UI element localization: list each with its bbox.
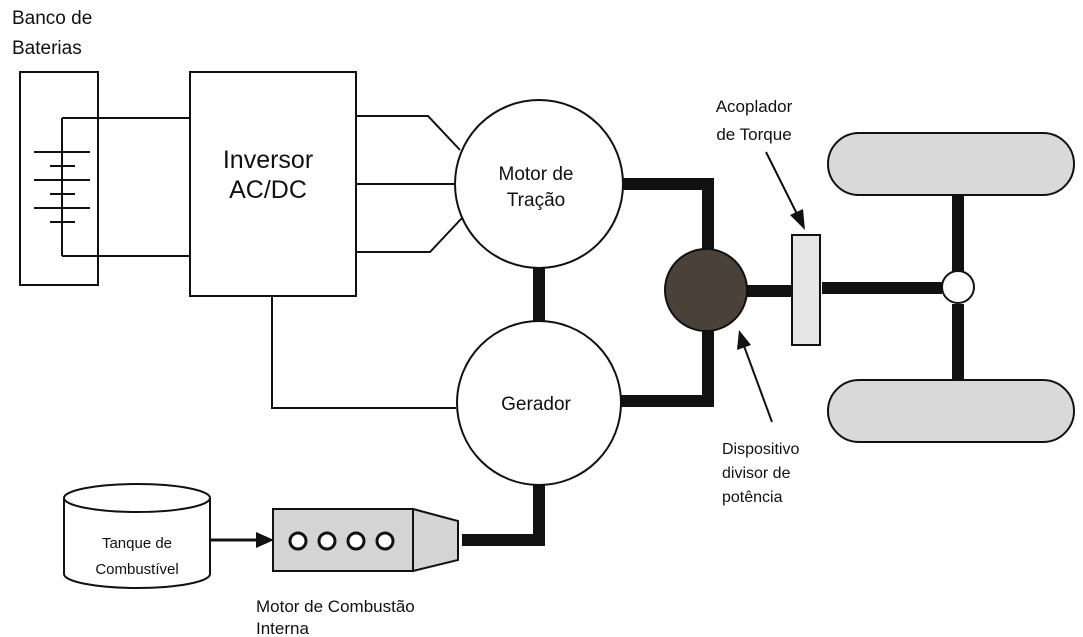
engine-cylinder [317,531,337,551]
combustion-engine [272,507,459,573]
combustion-engine-label-line2: Interna [256,619,309,637]
generator-to-engine-shaft [462,476,545,546]
inverter-label-line1: Inversor [223,146,313,174]
traction-motor-label-line2: Tração [507,190,565,211]
traction-motor [454,99,624,269]
fuel-line-arrowhead [256,532,274,548]
power-split-label-line1: Dispositivo [722,441,799,458]
fuel-tank [63,483,211,589]
power-split-device [664,248,748,332]
wheel-front [827,132,1075,196]
fuel-tank-top [63,483,211,513]
inverter-label-line2: AC/DC [229,176,307,204]
generator-label: Gerador [501,394,571,415]
engine-cylinder [375,531,395,551]
battery-bank-label-line1: Banco de [12,8,92,29]
torque-coupler [791,234,821,346]
inverter-generator-wire [271,296,456,409]
engine-cylinder [288,531,308,551]
engine-cylinder [346,531,366,551]
battery-bank [19,71,99,286]
engine-output-cone [412,507,459,573]
phase-wire-a [356,115,461,151]
torque-coupler-label-line1: Acoplador [716,97,793,116]
torque-coupler-arrowhead [790,209,805,230]
wheel-rear [827,379,1075,443]
inverter-box [189,71,357,297]
fuel-tank-body [63,498,211,589]
traction-motor-label-line1: Motor de [499,164,574,185]
phase-wire-c [356,217,463,253]
generator-to-splitter-shaft [618,322,714,407]
battery-bank-label-line2: Baterias [12,38,82,59]
power-split-arrow [743,345,773,423]
differential [941,270,975,304]
combustion-engine-label-line1: Motor de Combustão [256,597,415,616]
motor-to-splitter-shaft [618,178,714,262]
power-split-label-line2: divisor de [722,465,791,482]
fuel-tank-label-line2: Combustível [95,561,178,578]
generator [456,320,622,486]
fuel-tank-label-line1: Tanque de [102,535,172,552]
power-split-label-line3: potência [722,489,783,506]
torque-coupler-arrow [765,151,799,217]
battery-bank-box [19,71,99,286]
power-split-arrowhead [737,330,751,350]
torque-coupler-label-line2: de Torque [716,125,791,144]
